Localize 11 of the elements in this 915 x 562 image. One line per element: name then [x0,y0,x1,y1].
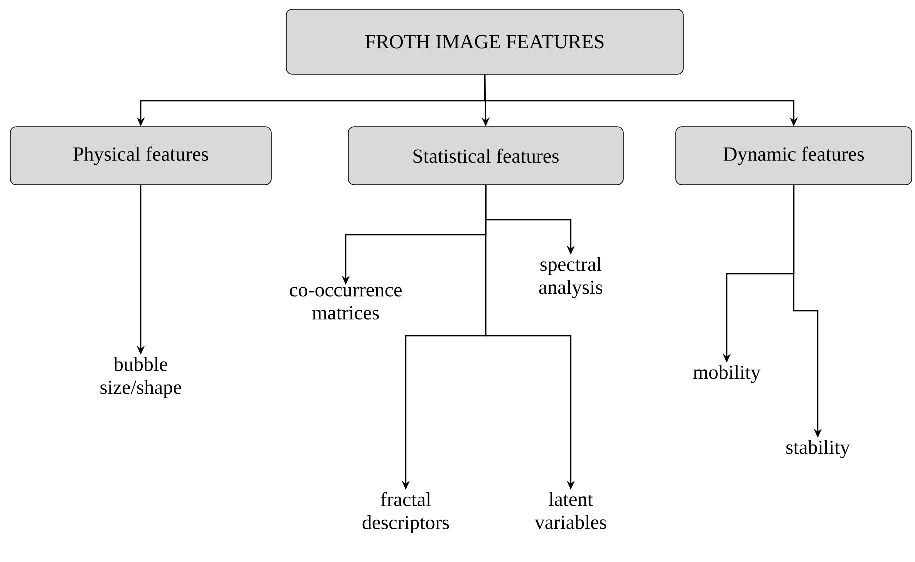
feature-label: mobility [694,365,761,384]
feature-label: stability [786,440,850,458]
category-box: Physical features [10,126,272,186]
feature-label: latent variables [534,492,606,530]
root-box: FROTH IMAGE FEATURES [286,9,684,75]
feature-label: co-occurrence matrices [290,287,402,320]
feature-label: bubble size/shape [100,357,182,398]
feature-label: fractal descriptors [362,492,450,534]
category-box: Statistical features [348,126,624,186]
category-box: Dynamic features [676,126,912,186]
feature-label: spectral analysis [540,257,602,298]
